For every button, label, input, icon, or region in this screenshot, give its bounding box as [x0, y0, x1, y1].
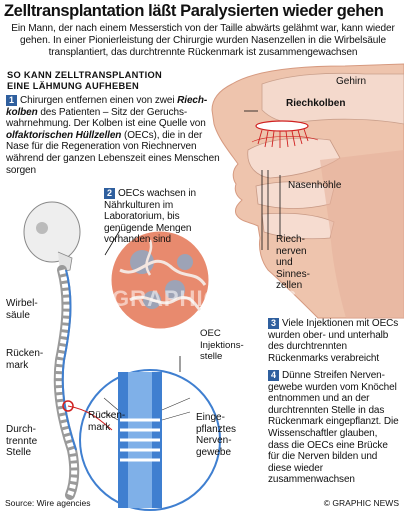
page-title: Zelltransplantation läßt Paralysierten w… [4, 2, 384, 20]
step-4-text: Dünne Streifen Nerven­gewebe wurden vom … [268, 370, 399, 486]
subhead: SO KANN ZELLTRANSPLANTION EINE LÄHMUNG A… [7, 70, 162, 92]
label-rueckenmark: Rücken- mark [6, 348, 44, 371]
step-1-text-e: (OECs), die in der Nase für die Regenera… [6, 129, 220, 176]
credit-note: © GRAPHIC NEWS [323, 498, 399, 508]
label-riechkolben: Riechkolben [286, 98, 346, 109]
watermark: GRAPHIC NEWS [112, 286, 298, 311]
label-rueckenmark-zoom: Rücken- mark [88, 410, 126, 433]
label-oec-injektionsstelle: OEC Injektions- stelle [200, 328, 244, 362]
spinal-cord-zoom [79, 369, 221, 511]
step-1-text-d: olfaktorischen Hüllzellen [6, 129, 122, 141]
cell-culture-circle [108, 228, 212, 332]
step-2-number: 2 [104, 188, 115, 199]
subhead-line2: EINE LÄHMUNG AUFHEBEN [7, 81, 139, 91]
step-1-text-c: des Patienten – Sitz der Geruchs­wahrneh… [6, 106, 206, 130]
step-1-text-b: Riech­kolben [6, 95, 208, 118]
label-wirbelsaeule: Wirbel- säule [6, 298, 38, 321]
source-note: Source: Wire agencies [5, 498, 91, 508]
label-riechnerven: Riech- nerven und Sinnes- zellen [276, 234, 310, 291]
step-2-text: OECs wachsen in Nährkulturen im Laborato… [104, 188, 196, 246]
label-durchtrennte-stelle: Durch- trennte Stelle [6, 424, 38, 458]
step-4-number: 4 [268, 370, 279, 381]
subhead-line1: SO KANN ZELLTRANSPLANTION [7, 70, 163, 80]
label-nasenhoehle: Nasenhöhle [288, 180, 342, 191]
step-1-number: 1 [6, 95, 17, 106]
step-3-number: 3 [268, 318, 279, 329]
label-eingepflanztes-gewebe: Einge- pflanztes Nerven- gewebe [196, 412, 237, 458]
skeleton [23, 201, 81, 500]
intro-text: Ein Mann, der nach einem Messerstich von… [11, 23, 395, 58]
label-gehirn: Gehirn [336, 76, 367, 87]
step-1-text-a: Chirurgen entfernen einen von zwei [20, 95, 178, 106]
olfactory-nerves [251, 120, 319, 148]
step-3-text: Viele Injektionen mit OECs wurden ober- … [268, 318, 399, 364]
